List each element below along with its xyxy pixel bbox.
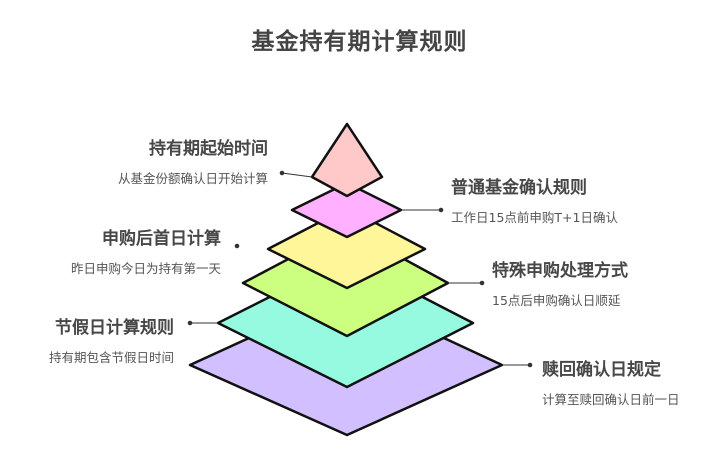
label-layer2-sub: 工作日15点前申购T+1日确认 [451,210,618,225]
label-layer2: 普通基金确认规则 工作日15点前申购T+1日确认 [451,173,618,226]
label-layer3-sub: 昨日申购今日为持有第一天 [70,261,221,276]
label-layer3-heading: 申购后首日计算 [102,229,221,249]
label-layer4-heading: 特殊申购处理方式 [492,261,628,281]
label-layer4: 特殊申购处理方式 15点后申购确认日顺延 [492,256,628,309]
label-base: 赎回确认日规定 计算至赎回确认日前一日 [542,355,680,408]
label-layer5: 节假日计算规则 持有期包含节假日时间 [49,313,174,366]
label-layer2-heading: 普通基金确认规则 [451,178,587,198]
label-top: 持有期起始时间 从基金份额确认日开始计算 [118,134,268,187]
label-top-sub: 从基金份额确认日开始计算 [117,171,268,186]
label-top-heading: 持有期起始时间 [149,139,268,159]
label-base-heading: 赎回确认日规定 [542,360,661,380]
label-layer4-sub: 15点后申购确认日顺延 [492,293,621,308]
connector-layer3 [234,243,240,249]
label-layer5-heading: 节假日计算规则 [55,318,174,338]
layer-top-shape [310,122,384,198]
label-layer3: 申购后首日计算 昨日申购今日为持有第一天 [71,224,221,277]
diagram-title: 基金持有期计算规则 [251,29,468,55]
label-layer5-sub: 持有期包含节假日时间 [48,350,174,365]
connector-top [281,172,313,178]
label-base-sub: 计算至赎回确认日前一日 [542,392,680,407]
